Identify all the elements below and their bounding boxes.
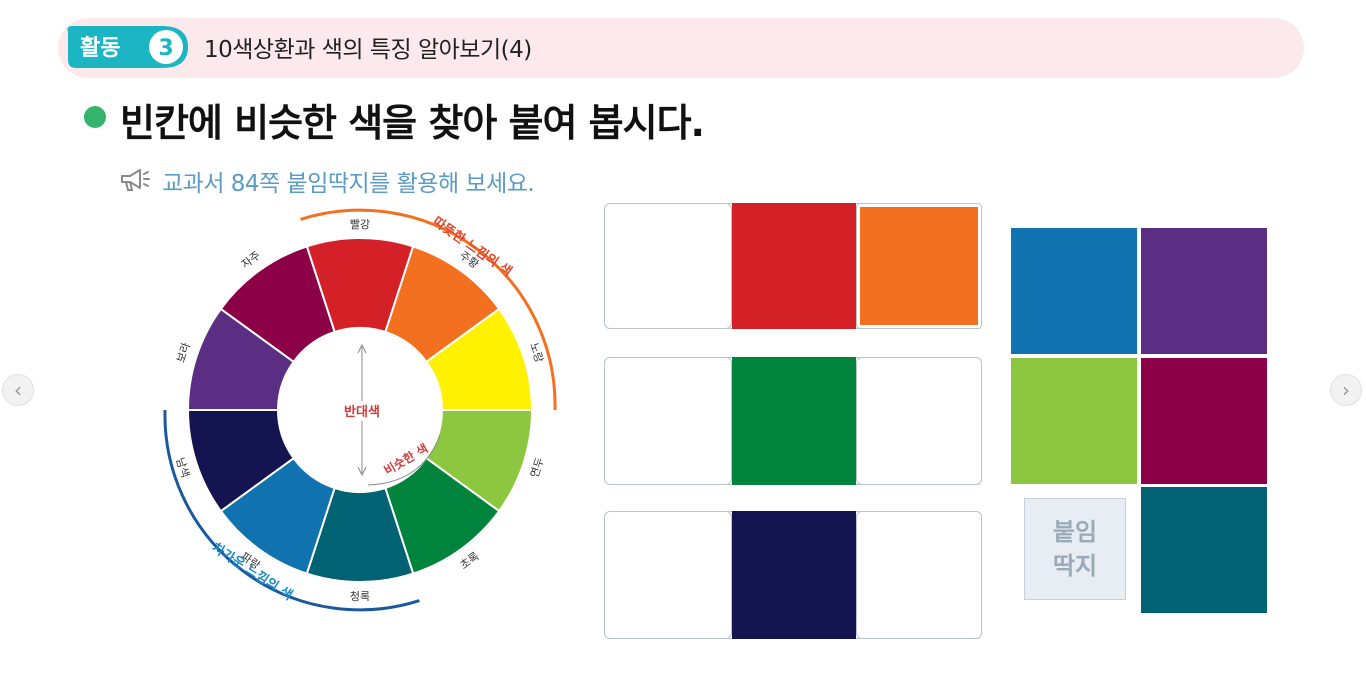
sticker-blue[interactable] (1011, 228, 1137, 354)
cool-arc (163, 409, 420, 612)
empty-slot[interactable] (856, 357, 982, 485)
badge-label: 활동 (80, 36, 120, 61)
opposite-label: 반대색 (344, 404, 380, 420)
badge-number: 3 (158, 36, 173, 61)
activity-badge: 활동 3 (67, 26, 188, 68)
wheel-segment-label: 자주 (239, 249, 263, 271)
page-title: 빈칸에 비슷한 색을 찾아 붙여 봅시다. (120, 101, 705, 145)
sticker-yellow-green[interactable] (1011, 358, 1137, 484)
sticker-label-line1: 붙임 (1052, 518, 1098, 546)
empty-slot[interactable] (604, 511, 732, 639)
color-cell-green (732, 357, 856, 485)
wheel-segment-label: 청록 (350, 590, 370, 603)
empty-slot[interactable] (604, 203, 732, 329)
wheel-segment-label: 연두 (528, 456, 547, 479)
activity-header-bar (58, 18, 1304, 78)
color-cell-navy (732, 511, 856, 639)
wheel-segment-label: 빨강 (350, 218, 370, 231)
next-page-button[interactable]: › (1330, 374, 1362, 406)
sticker-label: 붙임 딱지 (1024, 498, 1126, 600)
wheel-segment-label: 남색 (173, 456, 192, 479)
sticker-orange[interactable] (856, 203, 982, 329)
wheel-segment-label: 초록 (458, 550, 482, 572)
sticker-teal[interactable] (1141, 487, 1267, 613)
sticker-label-line2: 딱지 (1052, 552, 1098, 580)
sticker-magenta[interactable] (1141, 358, 1267, 484)
empty-slot[interactable] (604, 357, 732, 485)
megaphone-icon (121, 169, 150, 191)
title-bullet (84, 106, 106, 128)
warm-arc (300, 208, 557, 411)
wheel-segment-label: 보라 (174, 341, 193, 364)
prev-page-button[interactable]: ‹ (2, 374, 34, 406)
hint-text: 교과서 84쪽 붙임딱지를 활용해 보세요. (162, 171, 535, 197)
color-cell-red (732, 203, 856, 329)
activity-title: 10색상환과 색의 특징 알아보기(4) (204, 37, 532, 63)
sticker-purple[interactable] (1141, 228, 1267, 354)
wheel-segment-label: 노랑 (527, 341, 546, 364)
empty-slot[interactable] (856, 511, 982, 639)
